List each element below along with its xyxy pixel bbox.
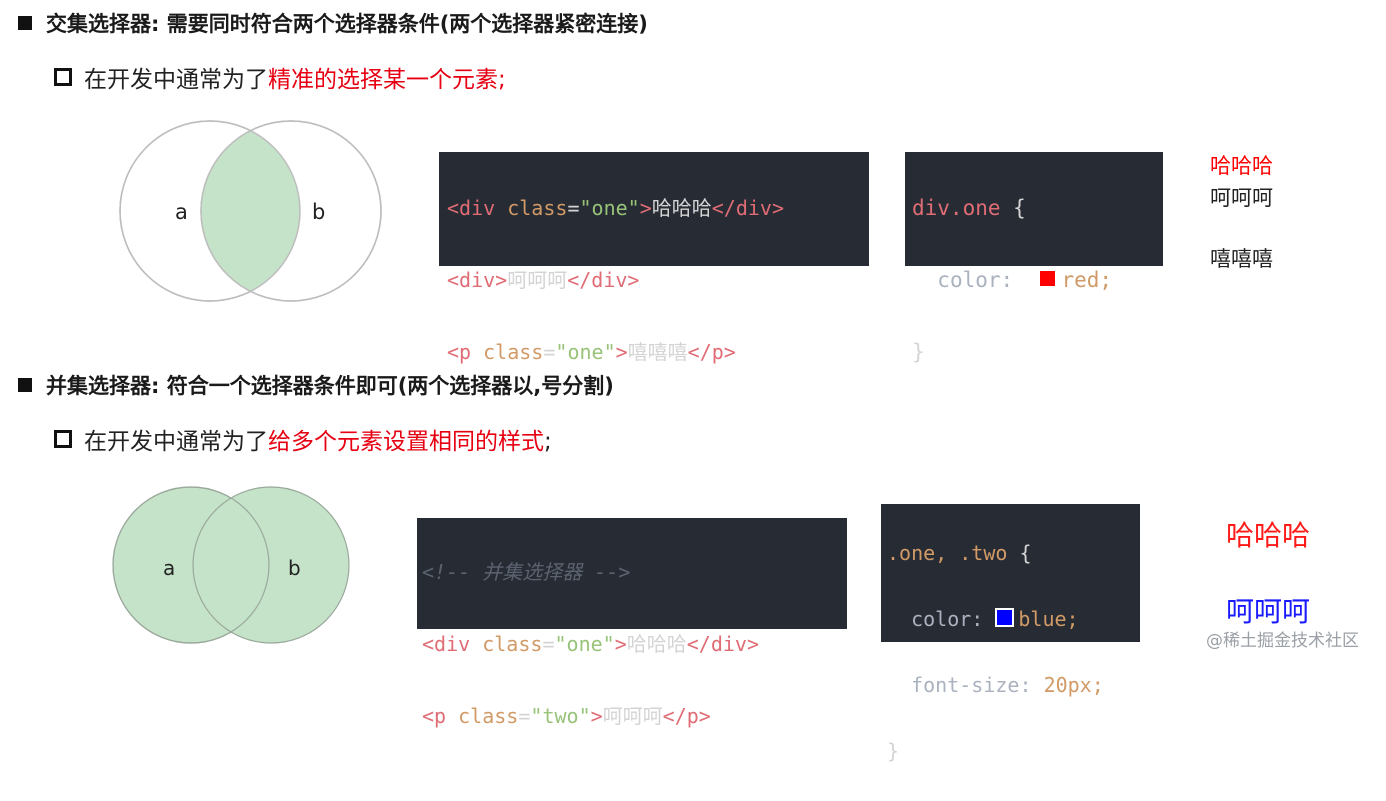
intersection-venn-diagram: a b: [119, 120, 382, 302]
code-line: .one, .two {: [887, 541, 1032, 565]
section1-subpoint: 在开发中通常为了精准的选择某一个元素;: [54, 60, 506, 94]
css-code-block: .one, .two { color: blue; font-size: 20p…: [881, 504, 1140, 763]
venn-intersection: [201, 121, 300, 301]
html-code-block: <!-- 并集选择器 --> <div class="one">哈哈哈</div…: [417, 518, 847, 728]
code-line: <p class="two">呵呵呵</p>: [422, 704, 711, 728]
result-text: 哈哈哈: [1210, 154, 1273, 178]
code-line: font-size: 20px;: [911, 673, 1104, 697]
result-text: 嘻嘻嘻: [1210, 247, 1273, 271]
watermark: @稀土掘金技术社区: [1206, 631, 1359, 651]
code-line: color: blue;: [911, 607, 1079, 631]
code-line: }: [912, 340, 925, 364]
html-code-block: <div class="one">哈哈哈</div> <div>呵呵呵</div…: [439, 152, 869, 364]
section2-heading: 并集选择器: 符合一个选择器条件即可(两个选择器以,号分割): [18, 370, 614, 400]
section1-heading: 交集选择器: 需要同时符合两个选择器条件(两个选择器紧密连接): [18, 8, 648, 38]
square-bullet-icon: [18, 16, 32, 30]
code-line: }: [887, 739, 900, 763]
result-text: 哈哈哈: [1226, 519, 1311, 552]
venn-label-b: b: [312, 200, 325, 224]
union-venn-diagram: a b: [112, 486, 350, 644]
color-swatch-icon: [995, 608, 1015, 627]
code-comment-line: <!-- 并集选择器 -->: [422, 560, 631, 584]
code-line: <div class="one">哈哈哈</div>: [447, 196, 784, 220]
code-line: <div class="one">哈哈哈</div>: [422, 632, 759, 656]
code-line: <p class="one">嘻嘻嘻</p>: [447, 340, 736, 364]
square-bullet-icon: [18, 378, 32, 392]
section2-subpoint: 在开发中通常为了给多个元素设置相同的样式;: [54, 422, 552, 456]
code-line: <div>呵呵呵</div>: [447, 268, 640, 292]
hollow-square-bullet-icon: [54, 68, 72, 86]
css-code-block: div.one { color: red; }: [905, 152, 1163, 364]
hollow-square-bullet-icon: [54, 430, 72, 448]
result-text: 呵呵呵: [1210, 186, 1273, 210]
code-line: div.one {: [912, 196, 1026, 220]
venn-label-a: a: [163, 556, 175, 580]
result-text: 呵呵呵: [1226, 595, 1311, 628]
venn-label-b: b: [288, 556, 301, 580]
color-swatch-icon: [1038, 269, 1058, 288]
venn-circle-b: [192, 486, 350, 644]
venn-label-a: a: [175, 200, 188, 224]
code-line: color: red;: [937, 268, 1113, 292]
